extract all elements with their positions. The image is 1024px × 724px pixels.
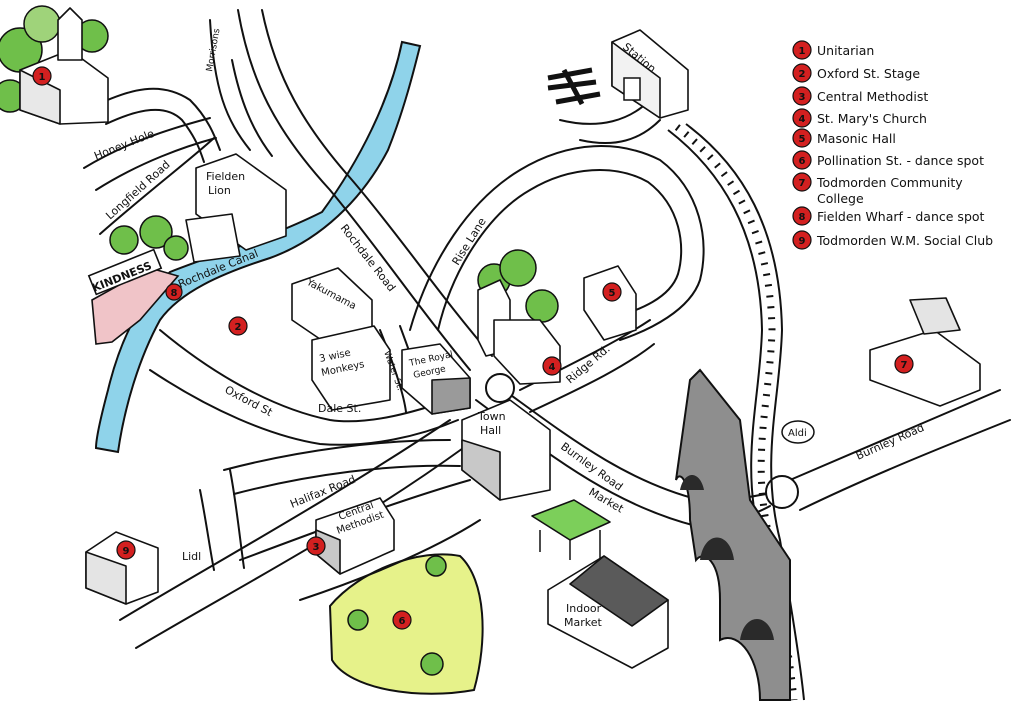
marker-4: 4: [542, 356, 562, 376]
svg-text:4: 4: [799, 114, 806, 125]
svg-text:Pollination St. - dance spot: Pollination St. - dance spot: [817, 153, 984, 168]
indoor-market-label-2: Market: [564, 616, 602, 629]
burnley-road-right-label: Burnley Road: [854, 421, 926, 463]
svg-text:8: 8: [799, 212, 806, 223]
honey-hole-label: Honey Hole: [92, 127, 156, 163]
legend-item-8: 8 Fielden Wharf - dance spot: [792, 206, 985, 226]
fielden-lion-label-2: Lion: [208, 184, 231, 197]
marker-6: 6: [392, 610, 412, 630]
svg-text:Fielden Wharf - dance spot: Fielden Wharf - dance spot: [817, 209, 985, 224]
svg-text:Unitarian: Unitarian: [817, 43, 874, 58]
marker-5: 5: [602, 282, 622, 302]
svg-text:6: 6: [399, 616, 406, 627]
svg-text:3: 3: [799, 92, 806, 103]
masonic-hall: [583, 265, 637, 341]
legend-item-2: 2 Oxford St. Stage: [792, 63, 920, 83]
legend: 1 Unitarian 2 Oxford St. Stage 3 Central Me…: [792, 40, 993, 250]
social-club: [85, 531, 159, 605]
svg-text:5: 5: [799, 134, 806, 145]
wise-monkeys-building: [311, 325, 391, 411]
town-hall-label-1: Town: [477, 410, 506, 423]
svg-text:2: 2: [235, 322, 242, 333]
morrisons-label: Morrisons: [205, 28, 222, 73]
svg-text:Central Methodist: Central Methodist: [817, 89, 928, 104]
marker-7: 7: [894, 354, 914, 374]
community-college: [869, 297, 981, 407]
legend-item-9: 9 Todmorden W.M. Social Club: [792, 230, 993, 250]
market-stalls: [531, 499, 611, 560]
trees: [0, 5, 559, 676]
viaduct-arch: [740, 619, 774, 640]
svg-text:7: 7: [901, 360, 908, 371]
svg-text:6: 6: [799, 156, 806, 167]
fielden-lion-building: [185, 153, 287, 263]
dale-st-label: Dale St.: [318, 402, 361, 415]
svg-text:1: 1: [39, 72, 46, 83]
legend-item-4: 4 St. Mary's Church: [792, 108, 927, 128]
svg-text:Masonic Hall: Masonic Hall: [817, 131, 896, 146]
marker-3: 3: [306, 536, 326, 556]
kindness-sign: [87, 248, 163, 296]
svg-text:Oxford St. Stage: Oxford St. Stage: [817, 66, 920, 81]
svg-text:9: 9: [123, 546, 130, 557]
svg-text:Todmorden W.M. Social Club: Todmorden W.M. Social Club: [816, 233, 993, 248]
town-hall: [461, 399, 551, 501]
viaduct-arch: [680, 475, 704, 490]
viaduct-arch: [700, 537, 734, 560]
halifax-road-label: Halifax Road: [288, 473, 357, 511]
lidl-label: Lidl: [182, 550, 201, 563]
aldi-label: Aldi: [788, 428, 807, 439]
svg-text:1: 1: [799, 46, 806, 57]
svg-text:7: 7: [799, 178, 806, 189]
viaduct: [675, 368, 791, 701]
rise-lane-label: Rise Lane: [450, 215, 489, 267]
marker-1: 1: [32, 66, 52, 86]
indoor-market-label-1: Indoor: [566, 602, 602, 615]
svg-text:9: 9: [799, 236, 806, 247]
marker-2: 2: [228, 316, 248, 336]
legend-item-3: 3 Central Methodist: [792, 86, 928, 106]
roads: [83, 9, 1011, 649]
svg-text:8: 8: [171, 288, 178, 299]
town-hall-label-2: Hall: [480, 424, 501, 437]
map-markers: 1 2 3 4 5 6 7 8 9: [32, 66, 914, 630]
svg-text:St. Mary's Church: St. Mary's Church: [817, 111, 927, 126]
legend-item-5: 5 Masonic Hall: [792, 128, 896, 148]
svg-text:College: College: [817, 191, 864, 206]
legend-item-6: 6 Pollination St. - dance spot: [792, 150, 984, 170]
oxford-st-label: Oxford St: [223, 383, 276, 419]
station-building: [611, 29, 689, 119]
svg-text:5: 5: [609, 288, 616, 299]
royal-george-building: [401, 343, 471, 415]
railway-sign-icon: [547, 67, 601, 106]
fielden-lion-label-1: Fielden: [206, 170, 245, 183]
marker-9: 9: [116, 540, 136, 560]
indoor-market: [547, 555, 669, 669]
svg-text:Todmorden Community: Todmorden Community: [816, 175, 963, 190]
marker-8: 8: [165, 283, 183, 301]
svg-text:3: 3: [313, 542, 320, 553]
svg-text:4: 4: [549, 362, 556, 373]
aldi-marker: [781, 420, 815, 444]
legend-item-1: 1 Unitarian: [792, 40, 874, 60]
svg-text:2: 2: [799, 69, 806, 80]
